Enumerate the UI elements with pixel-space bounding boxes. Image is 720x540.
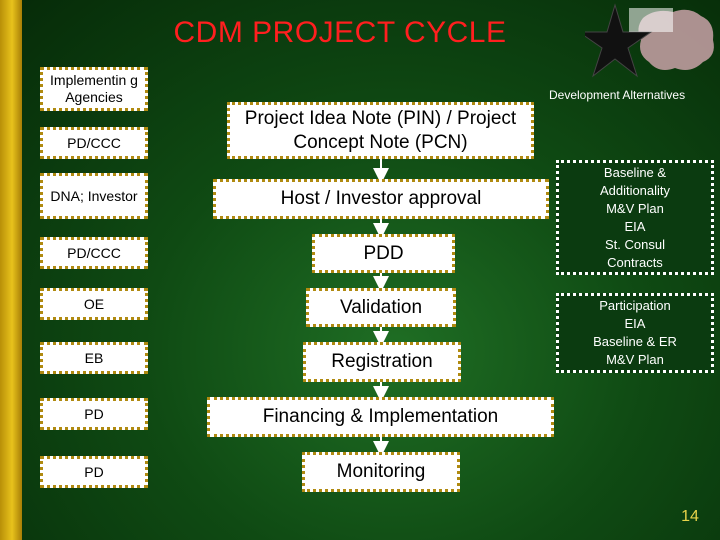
agency-box: PD/CCC [40,237,148,269]
step-financing-implementation: Financing & Implementation [207,397,554,437]
agency-box: EB [40,342,148,374]
note-line: St. Consul [605,236,665,252]
step-pin-pcn: Project Idea Note (PIN) / Project Concep… [227,102,534,159]
note-line: Additionality [599,182,671,198]
agency-box-header: Implementin g Agencies [40,67,148,111]
note-line: EIA [624,316,646,331]
step-validation: Validation [306,288,456,327]
note-line: Contracts [607,254,663,270]
page-title: CDM PROJECT CYCLE [173,16,507,49]
development-alternatives-logo [585,3,714,78]
agency-box: OE [40,288,148,320]
note-validation-inputs: Participation EIA Baseline & ER M&V Plan [556,293,714,373]
agency-box: PD/CCC [40,127,148,159]
step-registration: Registration [303,342,461,382]
agency-box: PD [40,398,148,430]
note-line: Baseline & ER [593,334,677,349]
step-monitoring: Monitoring [302,452,460,492]
logo-text-block [629,8,673,32]
step-pdd: PDD [312,234,455,273]
note-line: M&V Plan [606,200,664,216]
note-line: M&V Plan [606,352,664,367]
note-pdd-inputs: Baseline & Additionality M&V Plan EIA St… [556,160,714,275]
note-line: EIA [624,218,646,234]
note-line: Baseline & [603,164,667,180]
agency-box: PD [40,456,148,488]
note-line: Participation [599,298,671,313]
logo-caption: Development Alternatives [549,88,686,102]
step-host-investor-approval: Host / Investor approval [213,179,549,219]
page-number: 14 [681,508,699,525]
sidebar-accent-bar [0,0,22,540]
agency-box: DNA; Investor [40,173,148,219]
